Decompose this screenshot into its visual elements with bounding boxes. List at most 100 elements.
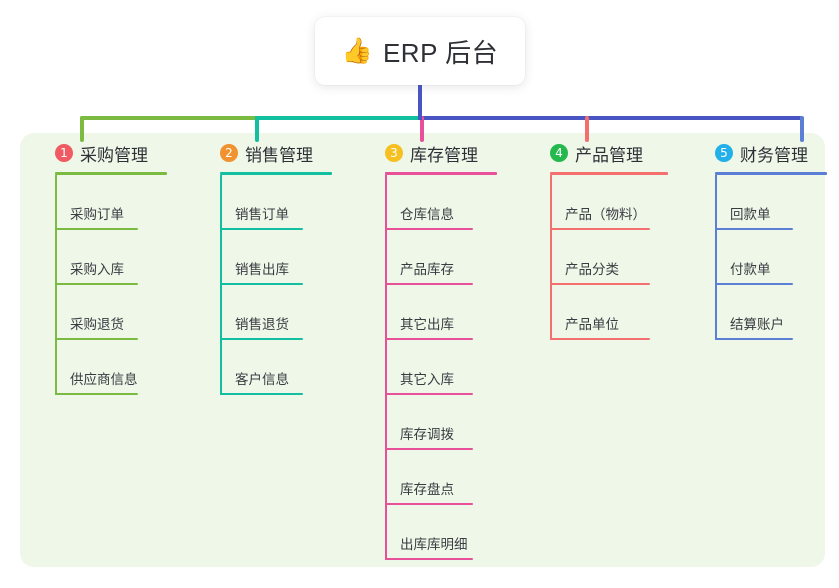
leaf-item[interactable]: 产品单位 — [531, 285, 691, 340]
branch-stub-line — [80, 116, 84, 142]
leaf-item-underline — [220, 283, 303, 285]
root-stem-line — [418, 85, 422, 120]
category-title: 产品管理 — [575, 145, 643, 165]
root-node-title: ERP 后台 — [382, 37, 499, 68]
leaf-item-label: 销售退货 — [235, 317, 289, 332]
category-number-badge: 5 — [715, 144, 733, 162]
leaf-item[interactable]: 销售出库 — [201, 230, 351, 285]
leaf-item[interactable]: 产品分类 — [531, 230, 691, 285]
leaf-item[interactable]: 销售退货 — [201, 285, 351, 340]
leaf-item-underline — [385, 558, 473, 560]
leaf-item-underline — [715, 228, 793, 230]
root-node[interactable]: 👍 ERP 后台 — [315, 17, 525, 85]
category-underline — [55, 172, 167, 175]
leaf-item-underline — [385, 338, 473, 340]
branch-stub-line — [800, 116, 804, 142]
leaf-item-underline — [55, 393, 138, 395]
leaf-item-label: 其它出库 — [400, 317, 454, 332]
leaf-item-label: 其它入库 — [400, 372, 454, 387]
leaf-item-underline — [220, 393, 303, 395]
leaf-list: 仓库信息产品库存其它出库其它入库库存调拨库存盘点出库库明细 — [366, 175, 516, 560]
category-title: 采购管理 — [80, 145, 148, 165]
leaf-item[interactable]: 回款单 — [696, 175, 826, 230]
category-header[interactable]: 2 销售管理 — [201, 140, 351, 166]
leaf-item-label: 仓库信息 — [400, 207, 454, 222]
leaf-item-underline — [385, 228, 473, 230]
leaf-item[interactable]: 销售订单 — [201, 175, 351, 230]
column-spine-line — [220, 175, 222, 395]
trunk-segment — [255, 116, 420, 120]
column-spine-line — [385, 175, 387, 560]
leaf-item[interactable]: 付款单 — [696, 230, 826, 285]
branch-stub-line — [255, 116, 259, 142]
leaf-item-label: 库存盘点 — [400, 482, 454, 497]
leaf-item-label: 库存调拨 — [400, 427, 454, 442]
column-spine-line — [550, 175, 552, 340]
category-number-badge: 2 — [220, 144, 238, 162]
category-title: 库存管理 — [410, 145, 478, 165]
leaf-item-label: 采购入库 — [70, 262, 124, 277]
leaf-list: 回款单付款单结算账户 — [696, 175, 826, 340]
leaf-item[interactable]: 仓库信息 — [366, 175, 516, 230]
leaf-item[interactable]: 采购订单 — [36, 175, 186, 230]
leaf-item-underline — [55, 338, 138, 340]
leaf-item-label: 采购退货 — [70, 317, 124, 332]
category-title: 销售管理 — [245, 145, 313, 165]
leaf-item[interactable]: 采购入库 — [36, 230, 186, 285]
trunk-segment — [80, 116, 255, 120]
category-number-badge: 1 — [55, 144, 73, 162]
column-spine-line — [55, 175, 57, 395]
leaf-item-label: 出库库明细 — [400, 537, 468, 552]
leaf-item-label: 供应商信息 — [70, 372, 138, 387]
category-column-1: 1 采购管理采购订单采购入库采购退货供应商信息 — [36, 140, 186, 395]
category-column-2: 2 销售管理销售订单销售出库销售退货客户信息 — [201, 140, 351, 395]
leaf-item[interactable]: 供应商信息 — [36, 340, 186, 395]
leaf-item[interactable]: 产品（物料） — [531, 175, 691, 230]
leaf-item-underline — [55, 283, 138, 285]
leaf-item-label: 回款单 — [730, 207, 771, 222]
branch-stub-line — [420, 116, 424, 142]
category-header[interactable]: 5 财务管理 — [696, 140, 826, 166]
leaf-item-label: 产品单位 — [565, 317, 619, 332]
category-column-3: 3 库存管理仓库信息产品库存其它出库其它入库库存调拨库存盘点出库库明细 — [366, 140, 516, 560]
category-underline — [715, 172, 827, 175]
leaf-item-underline — [385, 448, 473, 450]
leaf-item-underline — [715, 283, 793, 285]
leaf-item[interactable]: 客户信息 — [201, 340, 351, 395]
leaf-item-underline — [385, 503, 473, 505]
category-number-badge: 3 — [385, 144, 403, 162]
leaf-item-underline — [385, 283, 473, 285]
category-title: 财务管理 — [740, 145, 808, 165]
leaf-item[interactable]: 结算账户 — [696, 285, 826, 340]
content-panel — [20, 133, 825, 567]
leaf-item-label: 销售订单 — [235, 207, 289, 222]
leaf-item-underline — [550, 283, 650, 285]
leaf-item[interactable]: 库存调拨 — [366, 395, 516, 450]
leaf-item-label: 产品（物料） — [565, 207, 646, 222]
leaf-item-label: 产品库存 — [400, 262, 454, 277]
category-underline — [550, 172, 668, 175]
leaf-item[interactable]: 出库库明细 — [366, 505, 516, 560]
leaf-item[interactable]: 其它出库 — [366, 285, 516, 340]
leaf-item[interactable]: 库存盘点 — [366, 450, 516, 505]
trunk-segment — [420, 116, 802, 120]
leaf-item-underline — [220, 228, 303, 230]
leaf-list: 采购订单采购入库采购退货供应商信息 — [36, 175, 186, 395]
category-column-5: 5 财务管理回款单付款单结算账户 — [696, 140, 827, 340]
leaf-item-underline — [55, 228, 138, 230]
leaf-item[interactable]: 采购退货 — [36, 285, 186, 340]
category-header[interactable]: 1 采购管理 — [36, 140, 186, 166]
category-header[interactable]: 3 库存管理 — [366, 140, 516, 166]
leaf-item-label: 销售出库 — [235, 262, 289, 277]
leaf-item-label: 产品分类 — [565, 262, 619, 277]
leaf-item[interactable]: 其它入库 — [366, 340, 516, 395]
leaf-item-label: 付款单 — [730, 262, 771, 277]
leaf-item-label: 结算账户 — [730, 317, 784, 332]
leaf-list: 销售订单销售出库销售退货客户信息 — [201, 175, 351, 395]
leaf-item-underline — [550, 228, 650, 230]
category-underline — [385, 172, 497, 175]
leaf-item[interactable]: 产品库存 — [366, 230, 516, 285]
